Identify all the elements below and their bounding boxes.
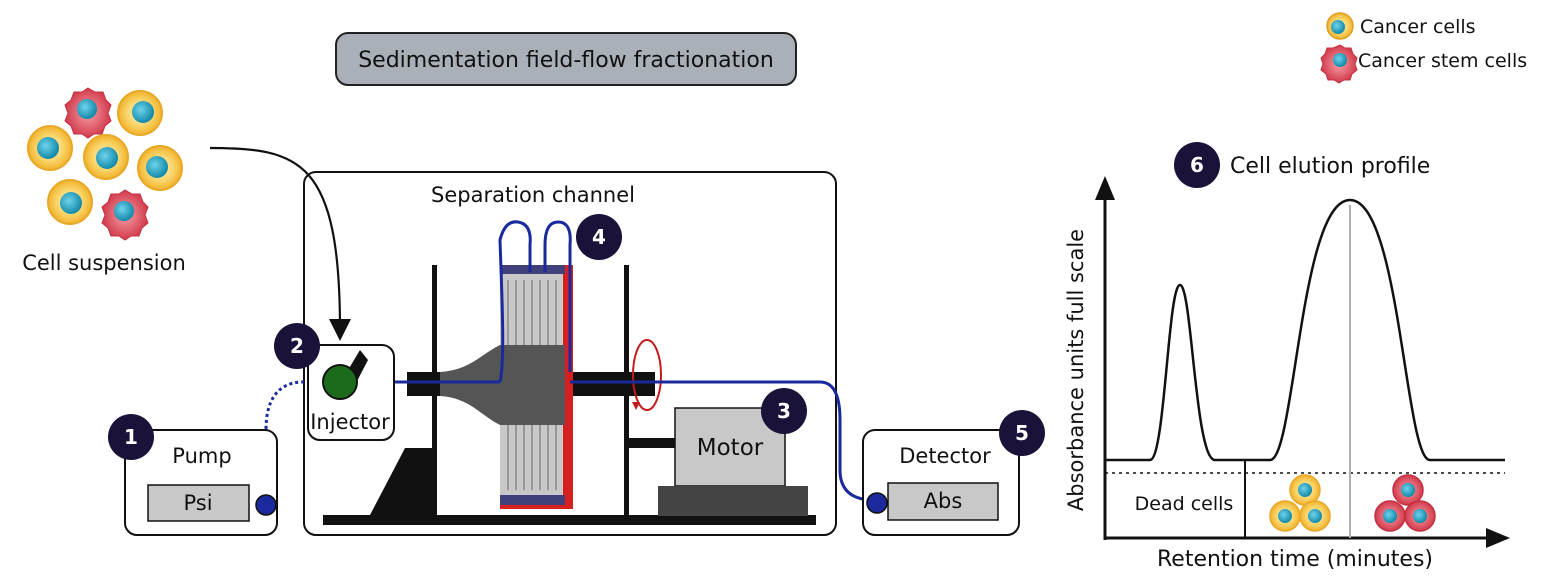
pump: Pump Psi [124, 429, 278, 536]
svg-text:1: 1 [124, 425, 138, 449]
title-box: Sedimentation field-flow fractionation [335, 32, 797, 86]
detector-label: Detector [899, 444, 991, 468]
diagram-title: Sedimentation field-flow fractionation [358, 48, 774, 73]
cancer-cell [137, 145, 183, 191]
legend-cancer-stem-cell-icon [1320, 44, 1358, 84]
motor: Motor [658, 407, 808, 516]
svg-text:4: 4 [592, 225, 606, 249]
cancer-cell [83, 134, 129, 180]
cancer-stem-cell [101, 189, 149, 241]
legend-cancer-stem-cells: Cancer stem cells [1358, 50, 1527, 72]
rotor-channel [500, 265, 573, 509]
centrifuge-frame [323, 265, 816, 525]
elution-curve [1105, 198, 1505, 462]
cancer-cell [47, 179, 93, 225]
legend-cancer-cell-icon [1326, 12, 1354, 40]
profile-title: Cell elution profile [1230, 154, 1430, 179]
injector: Injector [307, 344, 395, 441]
cancer-cell [117, 90, 163, 136]
rotation-arrow-icon [632, 339, 662, 411]
profile-xlabel: Retention time (minutes) [1157, 547, 1433, 572]
elution-profile: Cell elution profile Absorbance units fu… [1064, 154, 1510, 572]
cancer-stem-cells-peak [1374, 474, 1436, 532]
svg-text:6: 6 [1190, 153, 1204, 177]
profile-ylabel: Absorbance units full scale [1064, 229, 1088, 511]
step-badge-3: 3 [761, 388, 807, 434]
dead-cells-label: Dead cells [1135, 493, 1234, 515]
step-badge-6: 6 [1174, 142, 1220, 188]
legend: Cancer cells Cancer stem cells [1320, 12, 1527, 84]
tubing [264, 220, 871, 502]
suspension-arrow [209, 146, 351, 341]
step-badge-5: 5 [999, 410, 1045, 456]
step-badge-1: 1 [108, 414, 154, 460]
cancer-cells-peak [1269, 474, 1331, 532]
cell-suspension-cluster [27, 87, 183, 241]
pump-label: Pump [172, 444, 231, 468]
separation-channel-label: Separation channel [431, 183, 635, 207]
step-badge-2: 2 [274, 323, 320, 369]
detector-gauge: Abs [924, 489, 963, 513]
cancer-stem-cell [64, 87, 112, 139]
cancer-cell [27, 125, 73, 171]
svg-text:2: 2 [290, 334, 304, 358]
svg-text:3: 3 [777, 399, 791, 423]
step-badge-4: 4 [576, 214, 622, 260]
pump-gauge: Psi [183, 491, 212, 515]
cell-suspension-label: Cell suspension [22, 251, 186, 275]
detector: Detector Abs [862, 429, 1020, 536]
svg-text:5: 5 [1015, 421, 1029, 445]
legend-cancer-cells: Cancer cells [1360, 16, 1476, 38]
motor-label: Motor [697, 435, 764, 461]
injector-label: Injector [310, 410, 390, 434]
